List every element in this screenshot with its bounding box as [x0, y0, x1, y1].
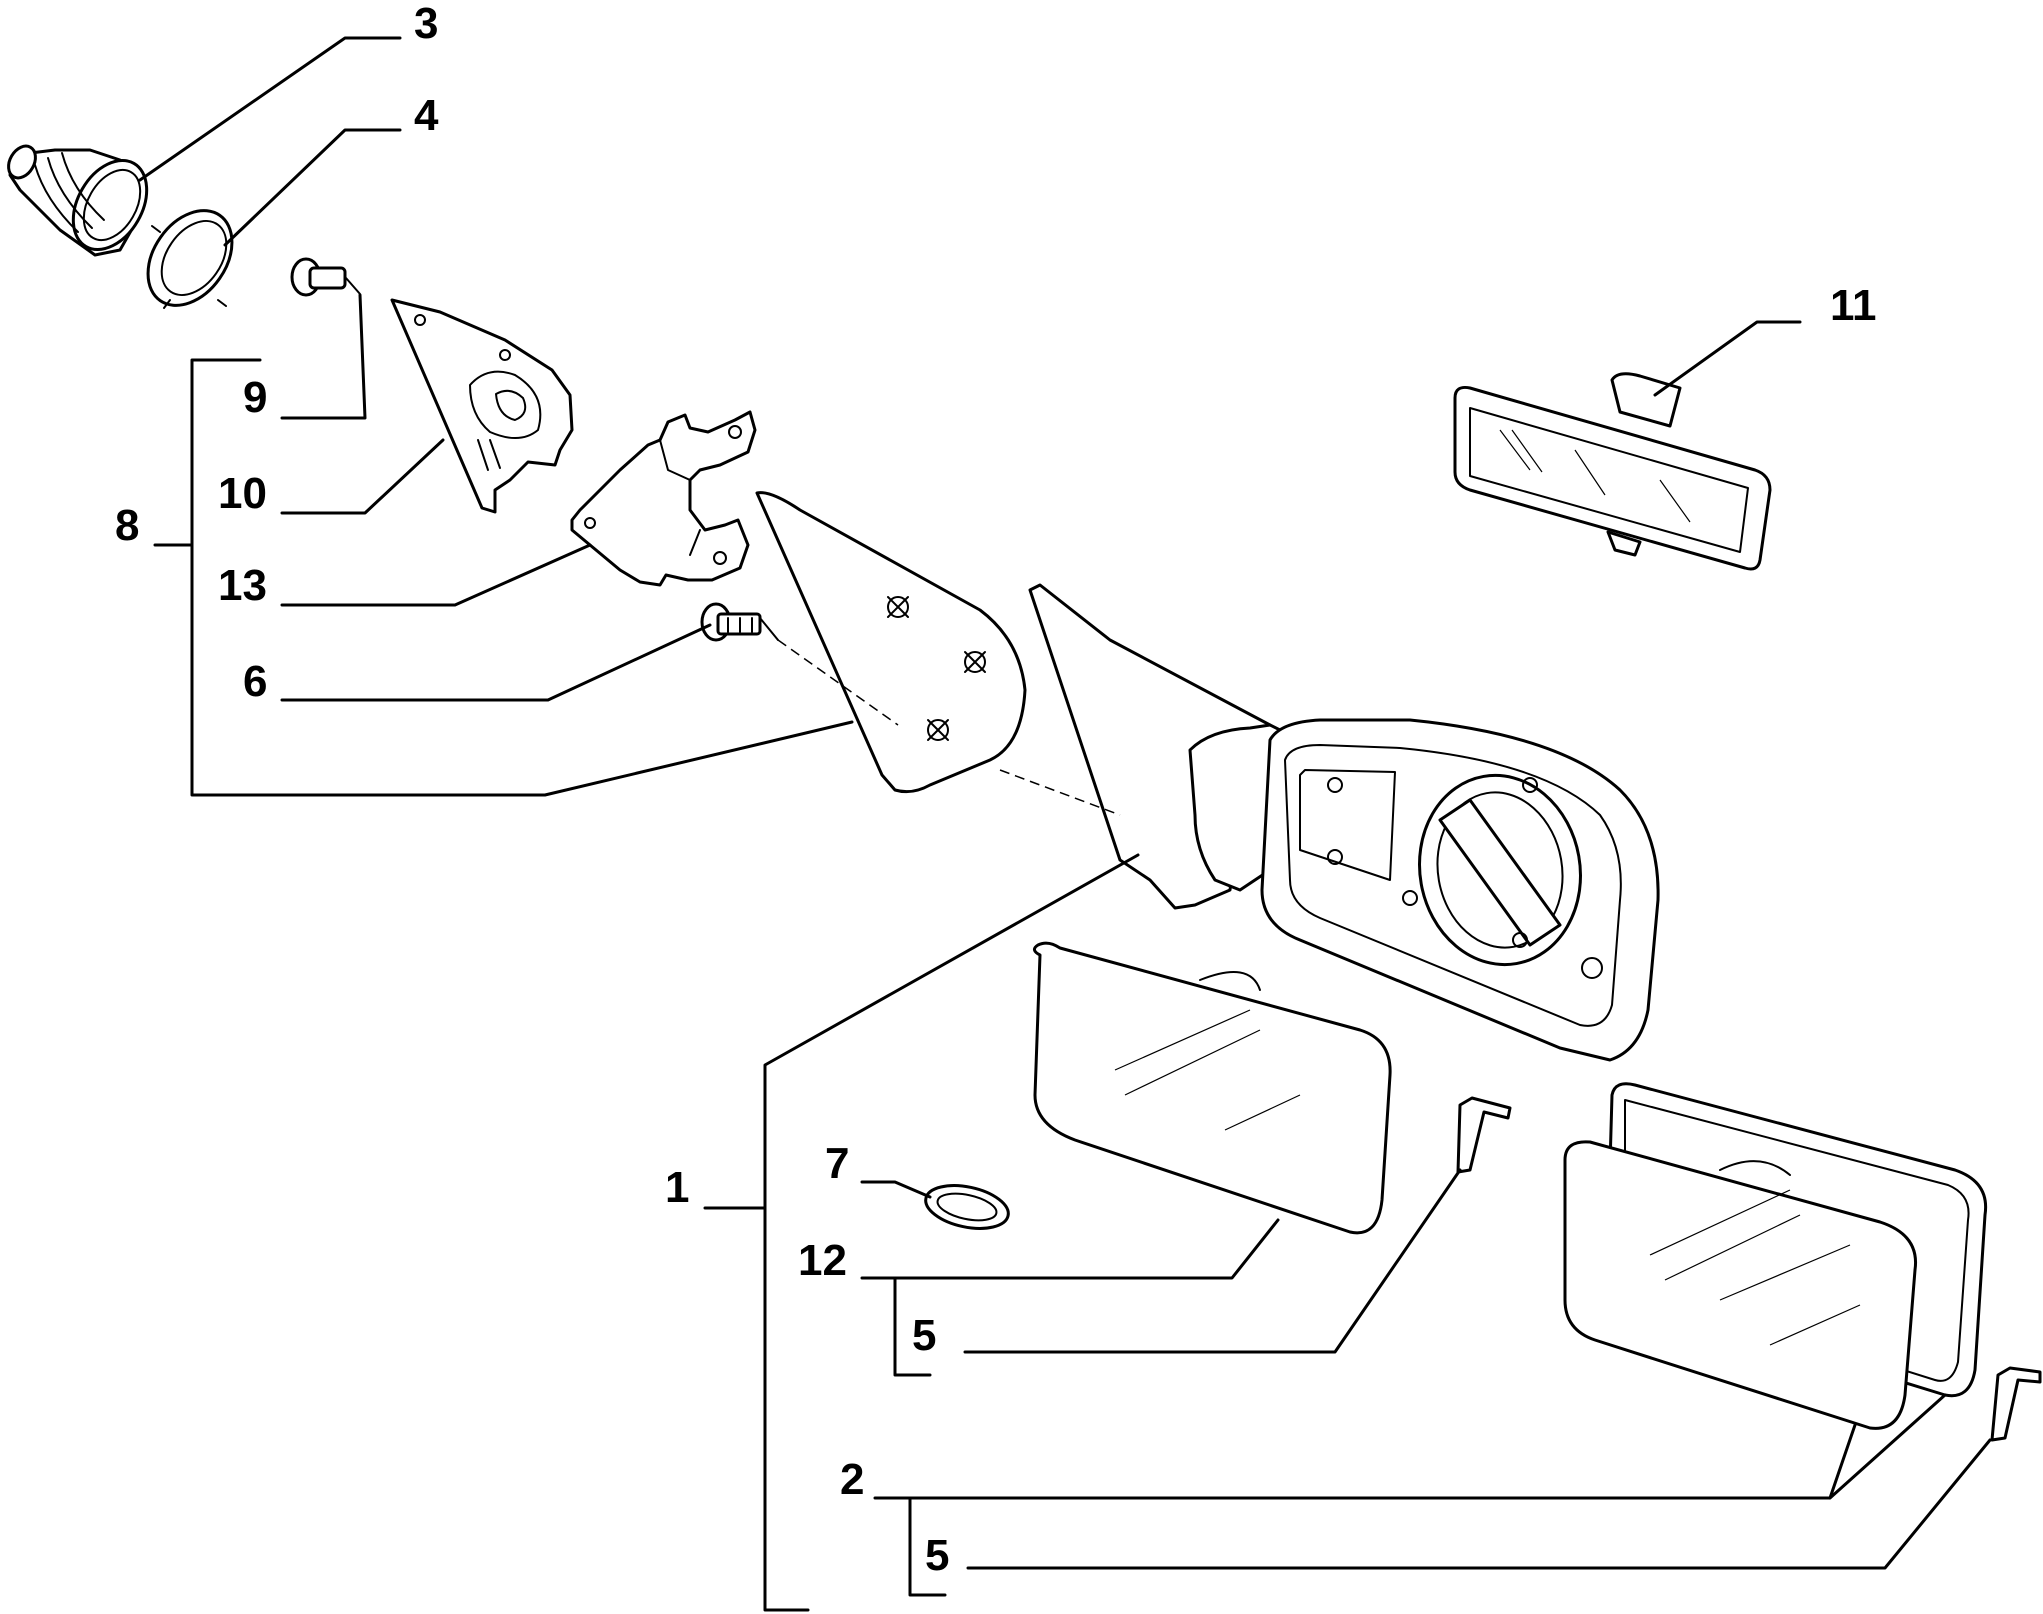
interior-mirror-part — [1453, 372, 1772, 571]
callout-9: 9 — [243, 373, 267, 422]
mirror-glass-frame-2-part — [1563, 1082, 1988, 1430]
callout-6: 6 — [243, 657, 267, 706]
leader-line-4 — [223, 128, 402, 247]
callout-4: 4 — [414, 91, 439, 140]
oval-seal-part — [924, 1184, 1010, 1230]
callout-5-upper: 5 — [912, 1311, 936, 1360]
callout-1: 1 — [665, 1163, 689, 1212]
callout-5-lower: 5 — [925, 1531, 949, 1580]
leader-line-5b — [966, 1438, 1992, 1570]
mirror-housing-part — [999, 583, 1660, 1062]
callout-7: 7 — [825, 1139, 849, 1188]
callout-labels: 3 4 9 10 13 6 8 11 1 7 12 5 2 5 — [115, 0, 1877, 1580]
bracket-8 — [190, 358, 854, 797]
cover-plate-part — [390, 298, 574, 514]
ring-nut-part — [146, 209, 234, 309]
callout-10: 10 — [218, 469, 267, 518]
callout-13: 13 — [218, 561, 267, 610]
inner-triangle-plate-part — [755, 491, 1027, 794]
leader-line-12 — [860, 1218, 1280, 1280]
screw-part — [700, 602, 779, 642]
callout-8: 8 — [115, 501, 139, 550]
leader-line-3 — [138, 36, 402, 182]
leader-line-6 — [280, 623, 712, 702]
small-screw-part — [290, 257, 361, 297]
callout-3: 3 — [414, 0, 438, 48]
callout-11: 11 — [1830, 281, 1877, 330]
bracket-1 — [763, 853, 1140, 1612]
bracket-12-5 — [893, 1276, 932, 1377]
bracket-2-5 — [908, 1496, 947, 1597]
leader-line-13 — [280, 543, 592, 607]
bracket-part — [570, 410, 757, 587]
callout-2: 2 — [840, 1455, 864, 1504]
boot-grommet-part — [7, 144, 149, 257]
clip-5a-part — [1456, 1096, 1512, 1174]
callout-12: 12 — [798, 1236, 847, 1285]
leader-line-10 — [280, 438, 445, 515]
clip-5b-part — [1990, 1366, 2042, 1442]
leader-line-9 — [280, 293, 367, 420]
leader-line-7 — [860, 1180, 932, 1199]
leader-line-2 — [873, 1393, 1947, 1500]
leader-line-11 — [1653, 320, 1802, 397]
mirror-glass-12-part — [1033, 941, 1392, 1235]
leader-line-5a — [963, 1168, 1462, 1354]
leader-lines — [138, 36, 1992, 1612]
